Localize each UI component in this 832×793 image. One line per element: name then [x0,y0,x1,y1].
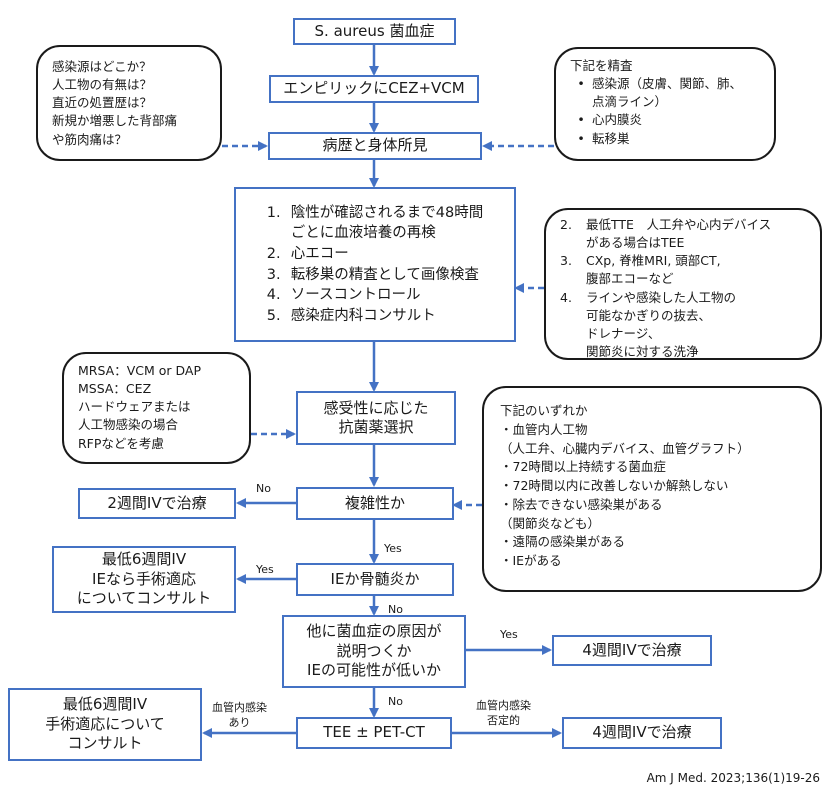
note-line: RFPなどを考慮 [78,435,164,451]
imaging-line: がある場合はTEE [586,235,685,251]
label-no-other: No [388,695,403,708]
imaging-line: 4.ラインや感染した人工物の [560,289,737,305]
other-cause-line: IEの可能性が低いか [307,661,441,680]
imaging-line: 3.CXp, 脊椎MRI, 頭部CT, [560,253,721,269]
workup-list: 1.陰性が確認されるまで48時間 ごとに血液培養の再検 2.心エコー 3.転移巣… [267,203,483,326]
workup-detail-item: •感染源（皮膚、関節、肺、 [577,76,743,92]
note-line: MRSA：VCM or DAP [78,363,201,378]
other-cause-line: 説明つくか [336,641,412,660]
note-line: 直近の処置歴は？ [52,95,153,111]
criteria-line: （関節炎なども） [500,515,601,531]
six-week-ie-line: IEなら手術適応 [92,569,196,588]
note-line: ハードウェアまたは [78,399,191,415]
complicated-text: 複雑性か [344,493,405,512]
criteria-line: ・72時間以上持続する菌血症 [500,459,666,475]
criteria-line: ・IEがある [500,553,562,568]
source-questions-note: 感染源はどこか？ 人工物の有無は？ 直近の処置歴は？ 新規か増悪した背部痛 や筋… [36,45,222,161]
workup-item: 1.陰性が確認されるまで48時間 [266,204,484,221]
workup-detail-note: 下記を精査 •感染源（皮膚、関節、肺、 点滴ライン） •心内膜炎 •転移巣 [554,47,776,161]
workup-item: 5.感染症内科コンサルト [266,307,436,324]
start-text: S. aureus 菌血症 [314,21,435,40]
label-yes-complicated: Yes [384,542,402,555]
history-node: 病歴と身体所見 [268,132,482,160]
workup-node: 1.陰性が確認されるまで48時間 ごとに血液培養の再検 2.心エコー 3.転移巣… [234,187,516,342]
note-line: 人工物感染の場合 [78,417,179,433]
note-line: や筋肉痛は？ [52,131,128,147]
empiric-text: エンピリックにCEZ+VCM [283,79,465,98]
four-week-node-2: 4週間IVで治療 [562,717,722,749]
imaging-line: ドレナージ、 [586,325,661,341]
six-week-ie-line: についてコンサルト [76,589,212,608]
other-cause-node: 他に菌血症の原因が 説明つくか IEの可能性が低いか [282,615,466,688]
start-node: S. aureus 菌血症 [293,18,456,45]
label-no-ie: No [388,603,403,616]
six-week-ie-node: 最低6週間IV IEなら手術適応 についてコンサルト [52,546,236,613]
four-week-text-1: 4週間IVで治療 [582,640,682,659]
workup-detail-title: 下記を精査 [570,58,633,73]
workup-detail-item: •転移巣 [577,130,630,146]
citation: Am J Med. 2023;136(1)19-26 [646,771,820,785]
complicated-node: 複雑性か [296,487,454,520]
imaging-line: 腹部エコーなど [586,271,674,287]
note-line: MSSA：CEZ [78,381,152,397]
antibiotic-line: 抗菌薬選択 [338,418,414,436]
two-week-node: 2週間IVで治療 [78,488,236,519]
drug-choice-note: MRSA：VCM or DAP MSSA：CEZ ハードウェアまたは 人工物感染… [62,352,251,464]
other-cause-line: 他に菌血症の原因が [306,622,442,641]
tee-pet-node: TEE ± PET-CT [296,717,452,749]
imaging-line: 関節炎に対する洗浄 [586,343,699,359]
four-week-node-1: 4週間IVで治療 [552,635,712,666]
workup-item: 4.ソースコントロール [266,287,421,304]
ie-osteo-node: IEか骨髄炎か [296,563,454,596]
note-line: 感染源はどこか？ [52,59,152,74]
label-yes-other: Yes [500,628,518,641]
history-text: 病歴と身体所見 [322,136,428,155]
complicated-criteria-note: 下記のいずれか ・血管内人工物 （人工弁、心臓内デバイス、血管グラフト） ・72… [482,386,822,592]
four-week-text-2: 4週間IVで治療 [592,723,692,742]
label-vascular-yes: 血管内感染 あり [212,701,267,729]
workup-item: 2.心エコー [266,245,349,262]
workup-detail-item: 点滴ライン） [592,94,668,110]
label-vascular-no: 血管内感染 否定的 [476,699,531,727]
six-week-surg-line: コンサルト [67,734,143,753]
empiric-node: エンピリックにCEZ+VCM [269,75,479,103]
six-week-ie-line: 最低6週間IV [101,550,187,569]
imaging-detail-note: 2.最低TTE 人工弁や心内デバイス がある場合はTEE 3.CXp, 脊椎MR… [544,208,822,360]
label-yes-ie: Yes [256,563,274,576]
six-week-surg-line: 手術適応について [45,714,165,733]
criteria-line: ・72時間以内に改善しないか解熱しない [500,478,729,493]
note-line: 人工物の有無は？ [52,77,153,93]
two-week-text: 2週間IVで治療 [107,493,207,512]
antibiotic-line: 感受性に応じた [323,398,429,417]
tee-pet-text: TEE ± PET-CT [323,723,425,742]
six-week-surg-line: 最低6週間IV [62,695,148,714]
criteria-line: ・遠隔の感染巣がある [500,534,626,550]
note-line: 新規か増悪した背部痛 [52,113,178,129]
criteria-line: ・血管内人工物 [500,421,588,437]
criteria-line: （人工弁、心臓内デバイス、血管グラフト） [500,440,750,456]
imaging-line: 2.最低TTE 人工弁や心内デバイス [560,217,772,232]
workup-item: 3.転移巣の精査として画像検査 [266,266,479,283]
six-week-surg-node: 最低6週間IV 手術適応について コンサルト [8,688,202,761]
criteria-line: 下記のいずれか [500,403,588,418]
ie-osteo-text: IEか骨髄炎か [330,569,420,588]
antibiotic-node: 感受性に応じた 抗菌薬選択 [296,391,456,445]
workup-detail-item: •心内膜炎 [577,112,643,128]
criteria-line: ・除去できない感染巣がある [500,496,663,512]
workup-item: ごとに血液培養の再検 [290,225,436,242]
label-no-complicated: No [256,482,271,495]
imaging-line: 可能なかぎりの抜去、 [586,307,712,323]
